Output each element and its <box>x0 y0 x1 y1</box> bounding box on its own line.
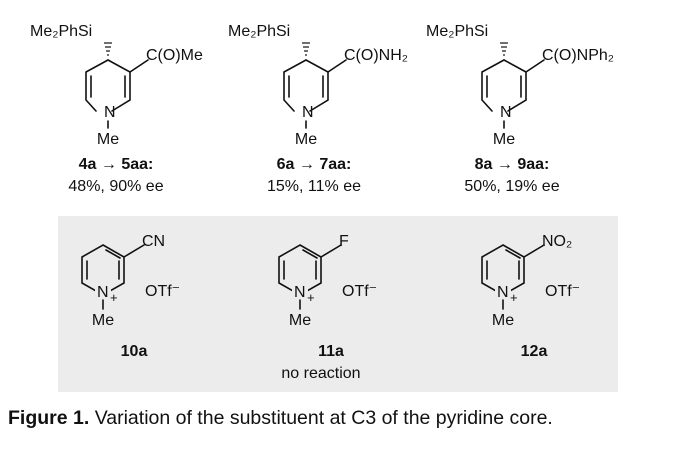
compound-label: 11a <box>318 343 344 360</box>
nitrogen-atom: N <box>302 104 314 121</box>
triflate-counterion: OTf⁻ <box>342 283 377 300</box>
substituent-label: C(O)NPh₂ <box>542 47 614 64</box>
transformation-label: 4a → 5aa: <box>79 156 154 173</box>
n-methyl-label: Me <box>493 131 515 148</box>
compound-label: 12a <box>521 343 548 360</box>
nitrogen-atom: N <box>294 284 306 301</box>
dihydropyridine-6a: Me₂PhSi C(O)NH₂ N Me 6a → 7aa: 15%, 11% … <box>228 23 408 195</box>
silyl-group-label: Me₂PhSi <box>426 23 488 40</box>
figure-label: Figure 1. <box>8 407 90 429</box>
pyridinium-salt-10a: CN N + OTf⁻ Me 10a <box>81 233 180 360</box>
yield-ee-result: 50%, 19% ee <box>464 178 559 195</box>
silyl-group-label: Me₂PhSi <box>228 23 290 40</box>
pyridinium-salt-11a: F N + OTf⁻ Me 11a no reaction <box>278 233 377 382</box>
nitrogen-atom: N <box>104 104 116 121</box>
nitrogen-atom: N <box>500 104 512 121</box>
triflate-counterion: OTf⁻ <box>145 283 180 300</box>
substituent-label: F <box>339 233 349 250</box>
compound-label: 10a <box>121 343 148 360</box>
silyl-group-label: Me₂PhSi <box>30 23 92 40</box>
transformation-label: 6a → 7aa: <box>277 156 352 173</box>
pyridinium-panel <box>58 216 618 392</box>
transformation-label: 8a → 9aa: <box>475 156 550 173</box>
positive-charge: + <box>510 290 518 305</box>
triflate-counterion: OTf⁻ <box>545 283 580 300</box>
n-methyl-label: Me <box>92 312 114 329</box>
nitrogen-atom: N <box>97 284 109 301</box>
positive-charge: + <box>110 290 118 305</box>
figure-caption: Figure 1. Variation of the substituent a… <box>8 405 672 431</box>
dihydropyridine-8a: Me₂PhSi C(O)NPh₂ N Me 8a → 9aa: 50%, 19%… <box>426 23 614 195</box>
reaction-note: no reaction <box>281 365 360 382</box>
substituent-label: C(O)NH₂ <box>344 47 408 64</box>
n-methyl-label: Me <box>289 312 311 329</box>
yield-ee-result: 15%, 11% ee <box>267 178 361 195</box>
nitrogen-atom: N <box>497 284 509 301</box>
yield-ee-result: 48%, 90% ee <box>68 178 163 195</box>
n-methyl-label: Me <box>295 131 317 148</box>
caption-text: Variation of the substituent at C3 of th… <box>89 407 553 429</box>
n-methyl-label: Me <box>97 131 119 148</box>
dihydropyridine-4a: Me₂PhSi C(O)Me N Me 4a → 5aa: 48%, 90% e… <box>30 23 203 195</box>
substituent-label: NO₂ <box>542 233 572 250</box>
n-methyl-label: Me <box>492 312 514 329</box>
substituent-label: CN <box>142 233 165 250</box>
pyridinium-salt-12a: NO₂ N + OTf⁻ Me 12a <box>481 233 580 360</box>
positive-charge: + <box>307 290 315 305</box>
substituent-label: C(O)Me <box>146 47 203 64</box>
